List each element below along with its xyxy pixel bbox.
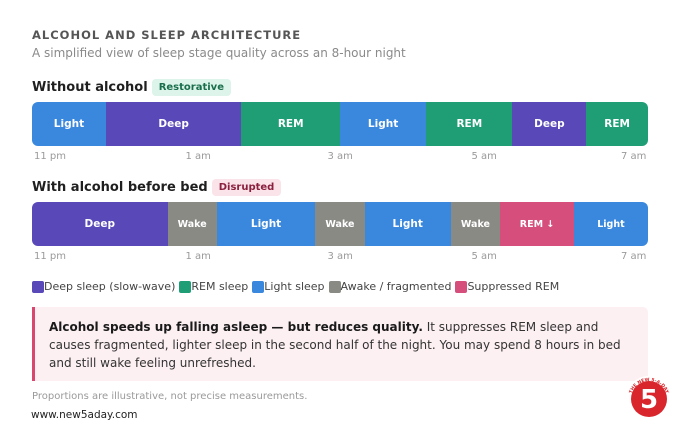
- segment-rem: REM: [241, 102, 340, 146]
- segment-wake: Wake: [167, 202, 217, 246]
- legend-label: Awake / fragmented: [340, 280, 452, 293]
- legend-swatch: [32, 280, 44, 293]
- segment-light: Light: [574, 202, 648, 246]
- legend-item-suppressed: Suppressed REM: [455, 280, 559, 293]
- legend-item-wake: Awake / fragmented: [328, 280, 452, 293]
- svg-text:5: 5: [640, 385, 658, 415]
- segment-deep: Deep: [512, 102, 587, 146]
- callout-note: Alcohol speeds up falling asleep — but r…: [32, 307, 648, 381]
- segment-light: Light: [364, 202, 451, 246]
- row-header-without-alcohol: Without alcohol Restorative: [32, 79, 231, 96]
- time-label: 11 pm: [34, 151, 66, 162]
- time-axis-without-alcohol: 11 pm 1 am 3 am 5 am 7 am: [32, 151, 648, 165]
- time-label: 7 am: [621, 151, 647, 162]
- time-label: 1 am: [185, 151, 211, 162]
- segment-suppressed: REM ↓: [500, 202, 574, 246]
- legend-label: REM sleep: [191, 280, 249, 293]
- time-label: 5 am: [471, 251, 497, 262]
- diagram-subtitle: A simplified view of sleep stage quality…: [32, 46, 406, 60]
- legend-swatch: [252, 280, 265, 293]
- callout-body-text: It suppresses REM sleep and causes fragm…: [49, 320, 621, 370]
- legend-item-deep: Deep sleep (slow-wave): [32, 280, 175, 293]
- time-label: 11 pm: [34, 251, 66, 262]
- legend-swatch: [328, 280, 341, 293]
- time-label: 3 am: [327, 251, 353, 262]
- legend-item-rem: REM sleep: [179, 280, 248, 293]
- status-badge-disrupted: Disrupted: [211, 179, 282, 196]
- legend: Deep sleep (slow-wave) REM sleep Light sle…: [32, 280, 559, 293]
- legend-label: Deep sleep (slow-wave): [44, 280, 176, 293]
- segment-wake: Wake: [450, 202, 501, 246]
- time-label: 7 am: [621, 251, 647, 262]
- row-title: With alcohol before bed: [32, 180, 208, 195]
- legend-label: Suppressed REM: [467, 280, 560, 293]
- segment-light: Light: [32, 102, 106, 146]
- diagram-title: ALCOHOL AND SLEEP ARCHITECTURE: [32, 28, 302, 42]
- segment-deep: Deep: [32, 202, 168, 246]
- segment-rem: REM: [586, 102, 648, 146]
- row-header-with-alcohol: With alcohol before bed Disrupted: [32, 179, 282, 196]
- legend-swatch: [455, 280, 468, 293]
- footnote: Proportions are illustrative, not precis…: [32, 391, 308, 402]
- time-axis-with-alcohol: 11 pm 1 am 3 am 5 am 7 am: [32, 251, 648, 265]
- segment-rem: REM: [426, 102, 513, 146]
- segment-light: Light: [216, 202, 316, 246]
- row-title: Without alcohol: [32, 80, 148, 95]
- segment-light: Light: [339, 102, 427, 146]
- status-badge-restorative: Restorative: [151, 79, 231, 96]
- segment-deep: Deep: [105, 102, 242, 146]
- segment-wake: Wake: [315, 202, 365, 246]
- time-label: 5 am: [471, 151, 497, 162]
- time-label: 1 am: [185, 251, 211, 262]
- callout-bold-text: Alcohol speeds up falling asleep — but r…: [49, 320, 423, 334]
- website-url: www.new5aday.com: [31, 409, 138, 421]
- legend-label: Light sleep: [264, 280, 325, 293]
- legend-item-light: Light sleep: [252, 280, 325, 293]
- legend-swatch: [179, 280, 192, 293]
- time-label: 3 am: [327, 151, 353, 162]
- new5aday-logo: 5 THE NEW 5-A-DAY: [626, 376, 672, 422]
